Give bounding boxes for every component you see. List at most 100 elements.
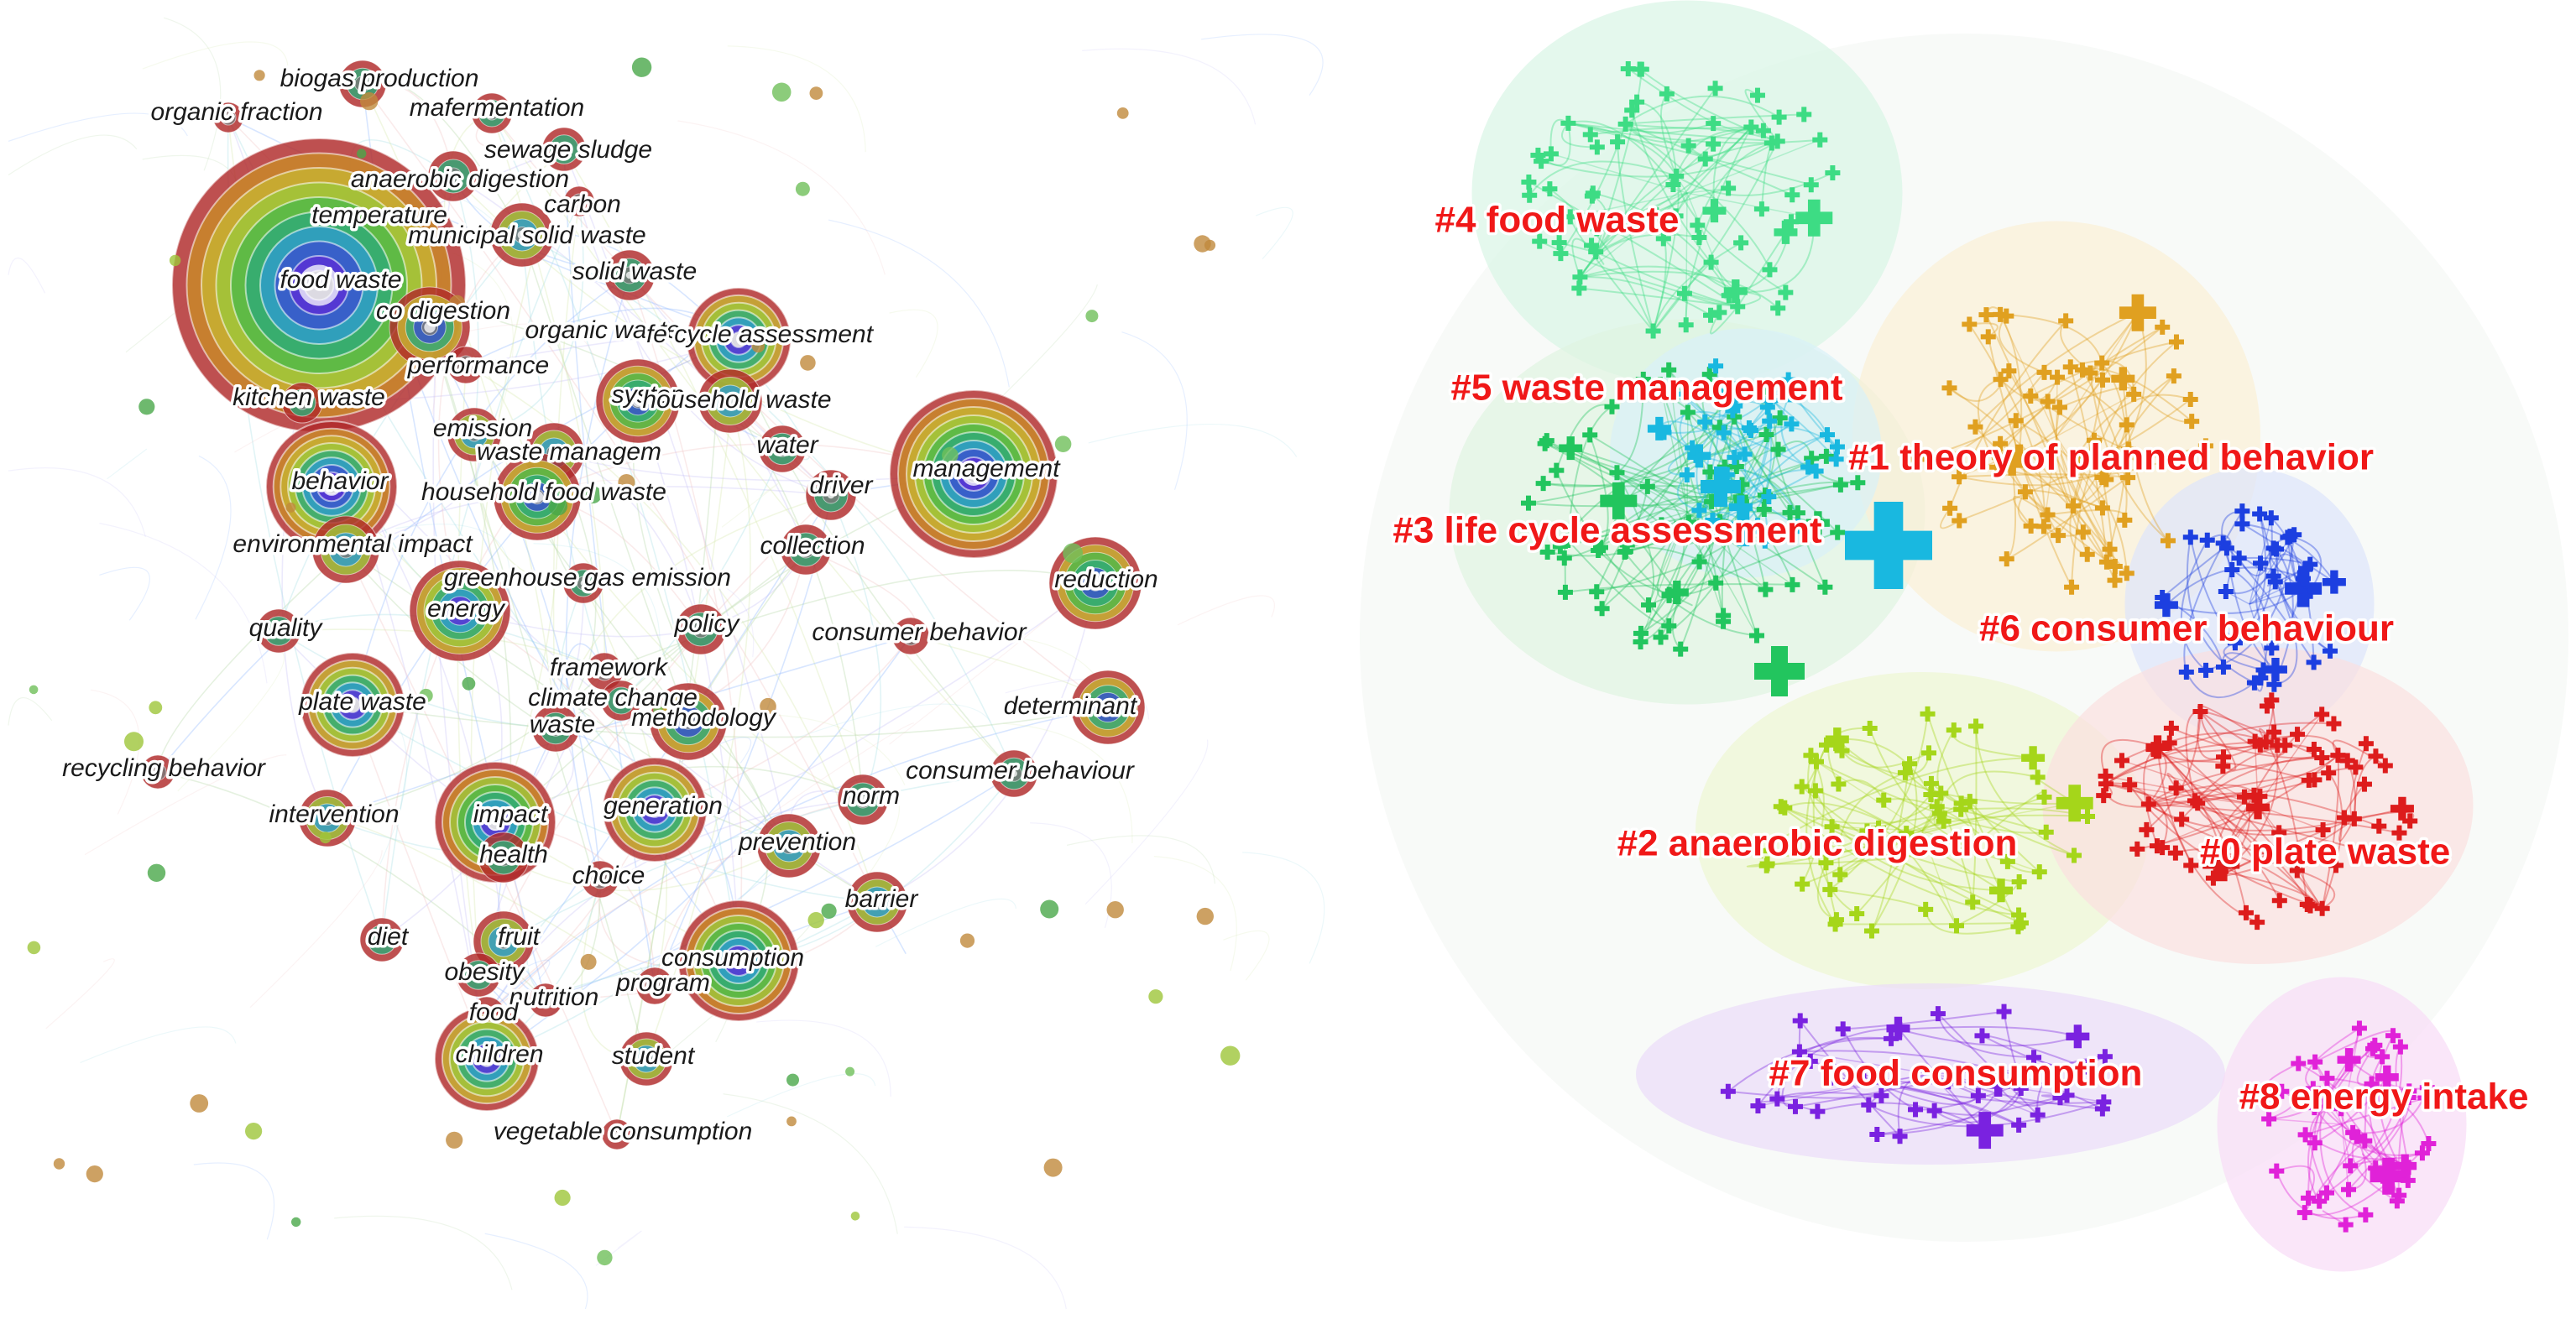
cluster-node: [1876, 792, 1892, 808]
cluster-link: [2156, 746, 2323, 910]
cluster-link: [1567, 405, 1612, 541]
cluster-node: [1620, 60, 1636, 76]
cluster-link: [1686, 511, 1766, 591]
cluster-node: [2031, 864, 2047, 880]
cluster-link: [2242, 523, 2335, 583]
cluster-node: [1763, 393, 1779, 409]
cluster-label: #3 life cycle assessment: [1393, 510, 1822, 551]
cluster-map: #4 food waste#5 waste management#1 theor…: [1360, 0, 2568, 1272]
cluster-node: [2421, 1135, 2437, 1151]
cluster-node: [2390, 796, 2414, 821]
cluster-node: [1873, 1087, 1889, 1103]
keyword-label: environmental impact: [233, 530, 473, 558]
cluster-node: [2338, 1217, 2354, 1233]
cluster-link: [1816, 761, 1923, 832]
cluster-node: [1685, 440, 1701, 456]
cluster-node: [1734, 477, 1750, 493]
cluster-node: [1705, 512, 1721, 528]
cluster-node: [1737, 446, 1753, 462]
keyword-link: [721, 483, 778, 528]
cluster-node: [1930, 1006, 1946, 1022]
cluster-link: [1915, 1082, 2023, 1111]
keyword-node-small: [548, 496, 567, 516]
cluster-link: [1816, 862, 1837, 921]
cluster-node: [1966, 1112, 2004, 1150]
keyword-node-small: [807, 912, 824, 929]
cluster-link: [2105, 782, 2192, 866]
cluster-node: [2098, 554, 2114, 570]
keyword-label: fe cycle assessment: [646, 321, 875, 348]
cluster-node: [1748, 628, 1764, 644]
cluster-link: [2033, 1056, 2106, 1068]
cluster-link: [1544, 442, 1663, 526]
cluster-node: [1849, 905, 1865, 921]
keyword-node-small: [1043, 1158, 1063, 1177]
cluster-link: [2199, 711, 2261, 748]
keyword-label: energy: [427, 595, 506, 623]
cluster-region: [2217, 977, 2467, 1272]
cluster-node: [1967, 419, 1983, 435]
cluster-link: [2180, 540, 2208, 671]
cluster-node: [1673, 641, 1689, 657]
cluster-link: [2145, 711, 2202, 831]
keyword-node: [298, 789, 357, 847]
cluster-node: [1534, 154, 1549, 169]
cluster-label: #7 food consumption: [1769, 1053, 2143, 1094]
keyword-label: framework: [550, 654, 669, 681]
cluster-node: [1862, 721, 1878, 737]
cluster-node: [1619, 537, 1635, 553]
cluster-node: [2264, 692, 2280, 708]
keyword-node: [359, 917, 405, 962]
cluster-node: [2052, 1090, 2068, 1106]
cluster-node: [1521, 174, 1537, 190]
cluster-node: [1782, 387, 1798, 403]
cluster-link: [1817, 1102, 1986, 1132]
cluster-node: [1780, 372, 1796, 388]
cluster-node: [2345, 1124, 2361, 1140]
keyword-label: health: [479, 841, 548, 868]
cluster-node: [2314, 706, 2330, 722]
cluster-node: [1829, 439, 1845, 455]
keyword-label: children: [455, 1040, 543, 1068]
cluster-node: [1690, 217, 1706, 233]
cluster-node: [2026, 1050, 2042, 1066]
cluster-link: [1568, 122, 1821, 144]
cluster-node: [1949, 918, 1965, 934]
keyword-link: [521, 234, 656, 811]
cluster-link: [1969, 800, 2040, 873]
cluster-node: [2419, 1080, 2435, 1096]
cluster-node: [1691, 503, 1707, 519]
cluster-node: [1728, 458, 1744, 474]
keyword-node: [780, 524, 832, 576]
keyword-node: [563, 185, 595, 217]
keyword-link: [484, 1233, 588, 1310]
keyword-label: behavior: [291, 467, 389, 495]
keyword-link: [748, 722, 915, 831]
cluster-node: [1703, 254, 1719, 270]
keyword-node-small: [86, 1165, 103, 1183]
cluster-node: [2377, 758, 2393, 774]
cluster-link: [1974, 312, 2136, 428]
keyword-link: [8, 112, 188, 142]
keyword-node-small: [800, 355, 816, 371]
cluster-node: [2296, 1205, 2312, 1221]
cluster-node: [1629, 94, 1645, 110]
cluster-node: [1926, 1103, 1942, 1118]
cluster-link: [1709, 305, 1738, 335]
keyword-node-small: [850, 1212, 860, 1221]
cluster-node: [2326, 716, 2342, 732]
cluster-node: [2182, 391, 2198, 407]
cluster-node: [2252, 506, 2268, 522]
keyword-link: [8, 258, 46, 294]
cluster-link: [1921, 830, 2040, 873]
cluster-link: [2056, 376, 2128, 425]
cluster-link: [2056, 379, 2103, 437]
keyword-link: [637, 400, 739, 962]
cluster-node: [1680, 404, 1696, 420]
cluster-link: [1758, 1073, 1931, 1107]
cluster-node: [2401, 1160, 2417, 1176]
cluster-link: [2338, 817, 2355, 842]
keyword-node-small: [169, 254, 181, 267]
cluster-node: [1783, 214, 1799, 230]
keyword-node-small: [1220, 1045, 1241, 1066]
